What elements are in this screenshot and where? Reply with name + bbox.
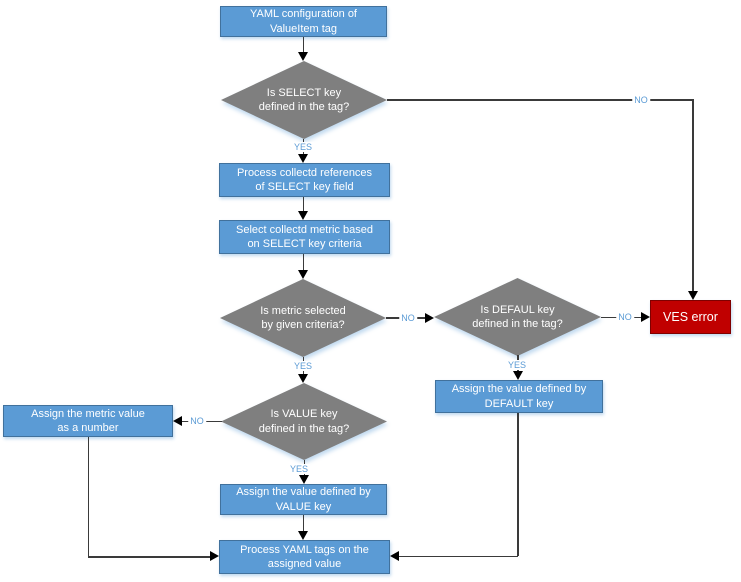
node-assign-metric-number: Assign the metric value as a number — [3, 405, 173, 437]
node-is-default-key: Is DEFAUL key defined in the tag? — [434, 278, 601, 356]
edge-label-metric-yes: YES — [291, 361, 315, 371]
arrowhead-icon — [298, 374, 308, 383]
connector-metric-to-decision — [302, 254, 304, 271]
arrowhead-icon — [298, 52, 308, 61]
connector-yaml-to-select — [302, 37, 304, 53]
node-assign-default-value-label: Assign the value defined by DEFAULT key — [451, 383, 587, 410]
arrowhead-icon — [687, 291, 698, 300]
node-ves-error: VES error — [650, 300, 731, 334]
edge-label-default-yes: YES — [505, 360, 529, 370]
edge-label-value-no: NO — [188, 416, 206, 426]
edge-label-default-no: NO — [616, 312, 634, 322]
edge-label-value-yes: YES — [287, 464, 311, 474]
node-process-collectd-references-label: Process collectd references of SELECT ke… — [236, 166, 373, 194]
node-yaml-config-label: YAML configuration of ValueItem tag — [249, 8, 357, 35]
node-select-collectd-metric-label: Select collectd metric based on SELECT k… — [236, 223, 373, 251]
connector-default-to-process-horizontal — [399, 555, 518, 557]
arrowhead-icon — [298, 270, 308, 279]
node-assign-default-value: Assign the value defined by DEFAULT key — [435, 380, 603, 413]
edge-label-select-no: NO — [632, 95, 650, 105]
node-assign-value-key: Assign the value defined by VALUE key — [220, 484, 387, 515]
diamond-shape: Is DEFAUL key defined in the tag? — [434, 278, 601, 356]
connector-select-no-horizontal — [387, 99, 693, 101]
node-is-value-key: Is VALUE key defined in the tag? — [221, 383, 387, 460]
diamond-shape: Is SELECT key defined in the tag? — [221, 61, 387, 139]
arrowhead-icon — [298, 211, 308, 220]
connector-number-to-process-vertical — [87, 437, 89, 557]
node-assign-value-key-label: Assign the value defined by VALUE key — [236, 486, 371, 513]
node-is-metric-selected: Is metric selected by given criteria? — [220, 279, 386, 357]
arrowhead-icon — [299, 475, 309, 484]
node-is-value-key-label: Is VALUE key defined in the tag? — [258, 408, 350, 435]
arrowhead-icon — [512, 371, 523, 380]
arrowhead-icon — [425, 312, 434, 323]
node-yaml-config: YAML configuration of ValueItem tag — [220, 6, 387, 37]
edge-label-metric-no: NO — [399, 313, 417, 323]
node-select-collectd-metric: Select collectd metric based on SELECT k… — [219, 220, 390, 254]
arrowhead-icon — [390, 551, 399, 561]
connector-select-no-vertical — [692, 99, 694, 291]
connector-refs-to-metric — [302, 197, 304, 211]
connector-default-to-process-vertical — [517, 413, 519, 556]
node-process-yaml-tags: Process YAML tags on the assigned value — [219, 540, 390, 574]
arrowhead-icon — [641, 312, 650, 322]
node-ves-error-label: VES error — [663, 309, 718, 324]
node-process-yaml-tags-label: Process YAML tags on the assigned value — [240, 543, 369, 571]
arrowhead-icon — [298, 531, 308, 540]
diamond-shape: Is VALUE key defined in the tag? — [221, 383, 387, 460]
edge-label-select-yes: YES — [291, 142, 315, 152]
connector-number-to-process-horizontal — [88, 556, 210, 558]
connector-value-to-process — [302, 515, 304, 531]
node-assign-metric-number-label: Assign the metric value as a number — [31, 407, 145, 435]
diamond-shape: Is metric selected by given criteria? — [220, 279, 386, 357]
node-process-collectd-references: Process collectd references of SELECT ke… — [219, 163, 390, 197]
node-is-select-key: Is SELECT key defined in the tag? — [221, 61, 387, 139]
node-is-default-key-label: Is DEFAUL key defined in the tag? — [472, 303, 563, 331]
arrowhead-icon — [173, 416, 182, 426]
arrowhead-icon — [210, 551, 219, 561]
arrowhead-icon — [298, 154, 308, 163]
node-is-select-key-label: Is SELECT key defined in the tag? — [258, 86, 350, 114]
node-is-metric-selected-label: Is metric selected by given criteria? — [260, 304, 346, 332]
